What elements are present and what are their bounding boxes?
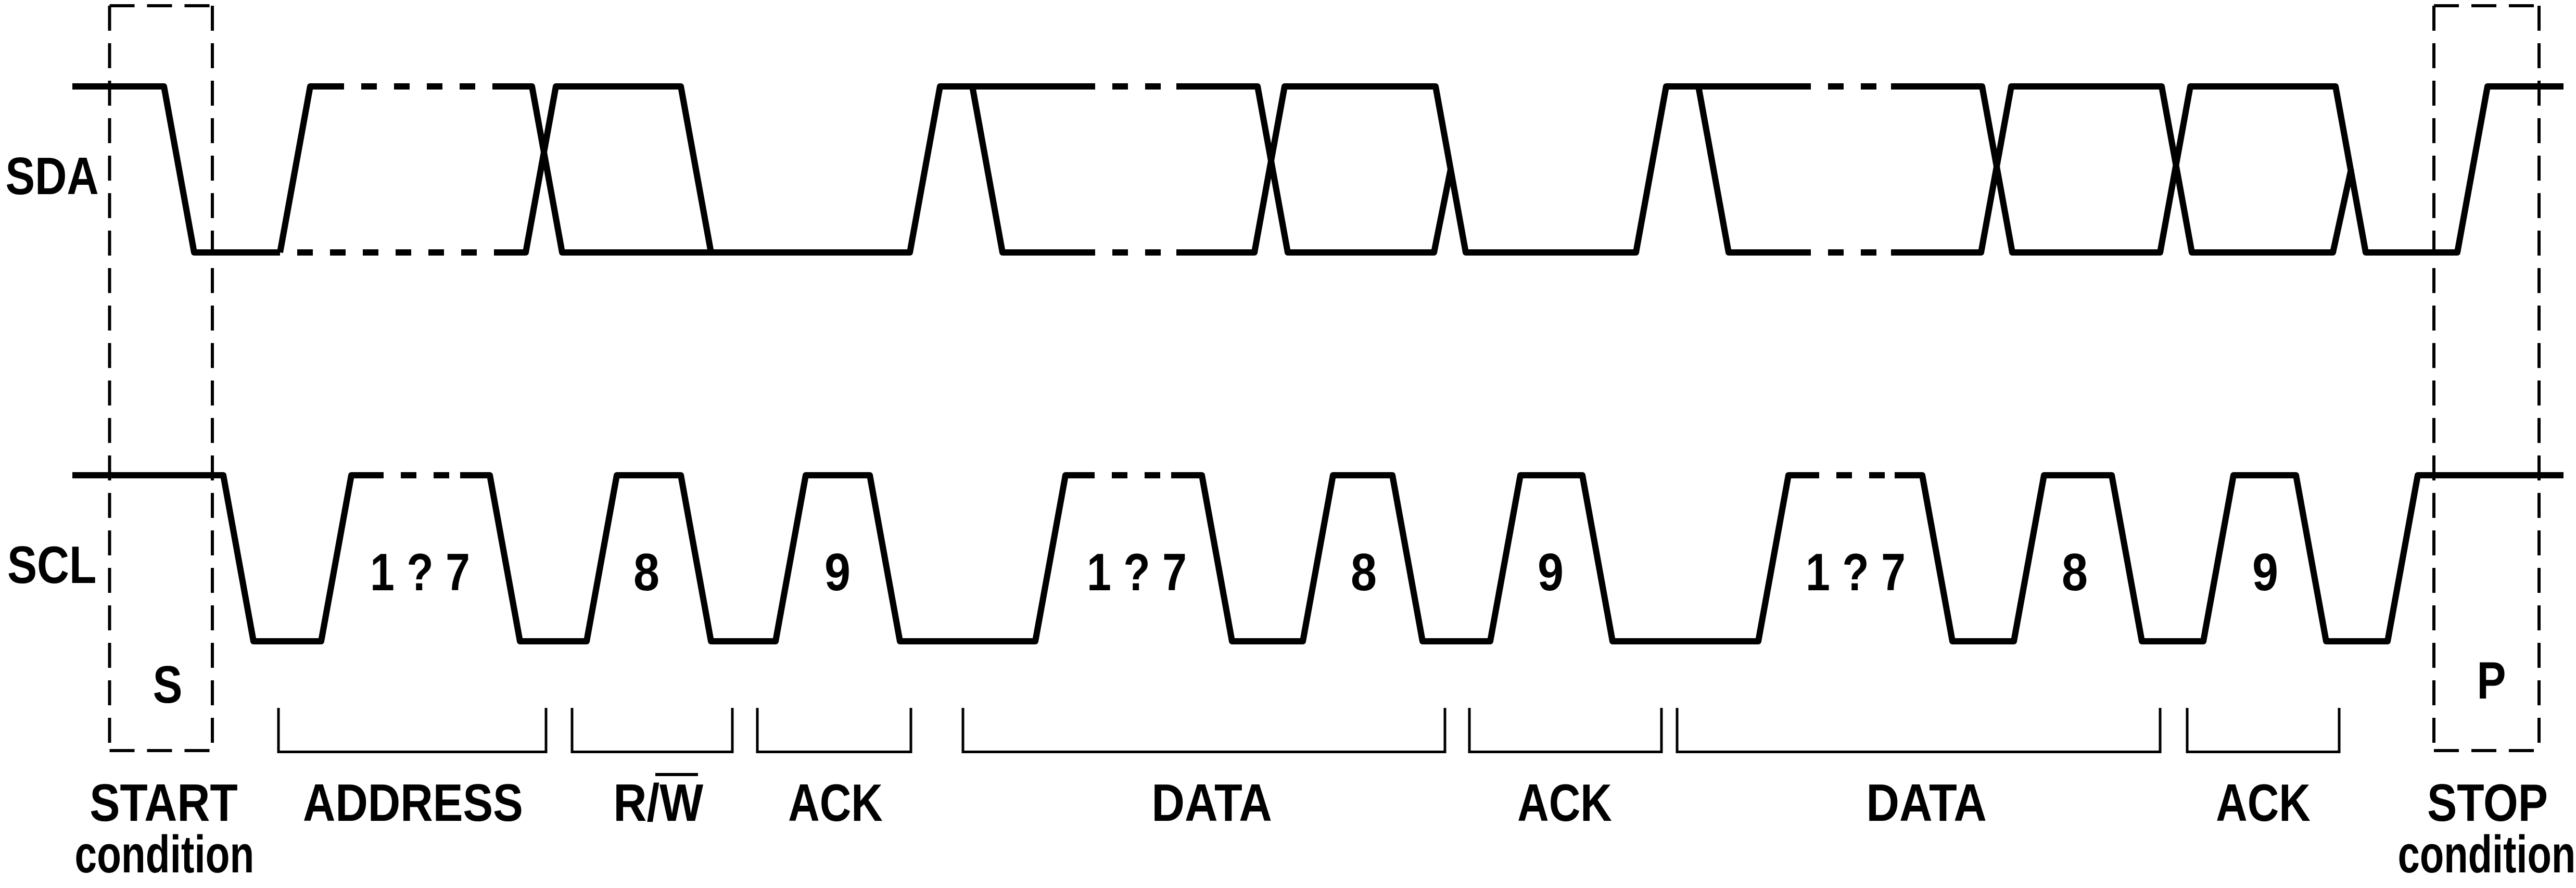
svg-text:8: 8 xyxy=(2062,542,2088,602)
svg-text:8: 8 xyxy=(633,542,659,602)
svg-text:1 ? 7: 1 ? 7 xyxy=(1087,542,1187,602)
svg-text:SCL: SCL xyxy=(7,535,96,594)
svg-text:9: 9 xyxy=(824,542,851,602)
svg-text:9: 9 xyxy=(2252,542,2278,602)
svg-text:ACK: ACK xyxy=(788,773,883,832)
svg-text:R/W: R/W xyxy=(613,773,703,832)
svg-text:condition: condition xyxy=(2398,824,2576,884)
svg-text:P: P xyxy=(2477,651,2506,710)
svg-text:ADDRESS: ADDRESS xyxy=(303,773,523,832)
svg-text:1 ? 7: 1 ? 7 xyxy=(370,542,470,602)
svg-text:STOP: STOP xyxy=(2427,773,2548,832)
svg-text:START: START xyxy=(90,773,238,832)
svg-text:ACK: ACK xyxy=(1517,773,1612,832)
svg-text:condition: condition xyxy=(75,824,255,884)
svg-text:ACK: ACK xyxy=(2216,773,2311,832)
svg-text:DATA: DATA xyxy=(1866,773,1987,832)
svg-text:1 ? 7: 1 ? 7 xyxy=(1806,542,1906,602)
svg-text:DATA: DATA xyxy=(1151,773,1272,832)
svg-text:SDA: SDA xyxy=(6,146,99,206)
svg-text:9: 9 xyxy=(1538,542,1564,602)
svg-text:8: 8 xyxy=(1351,542,1377,602)
svg-text:S: S xyxy=(153,655,183,714)
